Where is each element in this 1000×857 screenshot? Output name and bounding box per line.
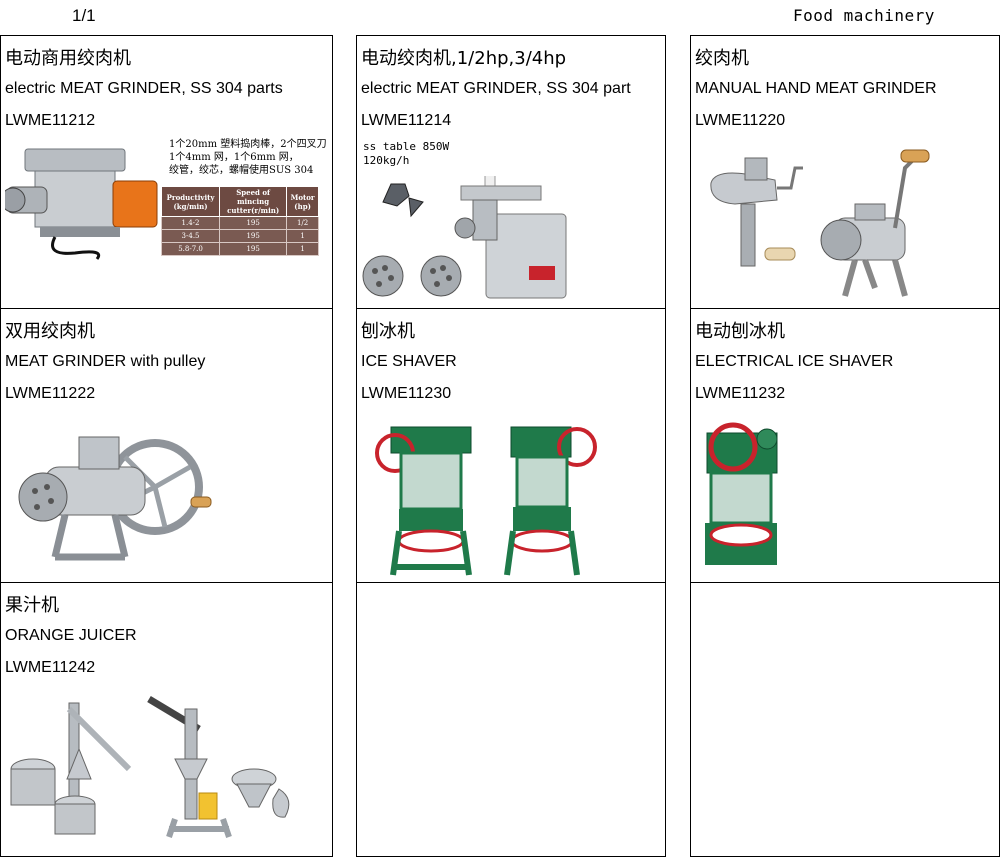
- spec-cell: 1: [286, 229, 319, 243]
- product-code: LWME11230: [361, 385, 452, 402]
- electrical-ice-shaver-image: [705, 422, 778, 565]
- product-name-cn: 双用绞肉机: [5, 321, 95, 342]
- product-name-en: MEAT GRINDER with pulley: [5, 353, 206, 370]
- page-number: 1/1: [72, 6, 96, 25]
- spec-cell: 1: [286, 242, 319, 256]
- product-name-cn: 刨冰机: [361, 321, 415, 342]
- meat-grinder-with-plates-image: [362, 176, 567, 299]
- empty-cell: [690, 582, 1000, 857]
- spec-header: Productivity (kg/min): [160, 186, 221, 217]
- spec-header: Speed of mincing cutter(r/min): [219, 186, 288, 217]
- product-name-cn: 果汁机: [5, 595, 59, 616]
- ice-shaver-image: [375, 426, 597, 576]
- product-code: LWME11220: [695, 112, 786, 129]
- product-cell: 电动商用绞肉机 electric MEAT GRINDER, SS 304 pa…: [0, 35, 333, 309]
- product-code: LWME11212: [5, 112, 96, 129]
- product-cell: 刨冰机 ICE SHAVER LWME11230: [356, 308, 666, 583]
- product-name-en: ICE SHAVER: [361, 353, 457, 370]
- product-name-en: electric MEAT GRINDER, SS 304 part: [361, 80, 631, 97]
- spec-cell: 195: [219, 242, 288, 256]
- product-name-cn: 绞肉机: [695, 48, 749, 69]
- product-name-en: ORANGE JUICER: [5, 627, 137, 644]
- product-cell: 电动绞肉机,1/2hp,3/4hp electric MEAT GRINDER,…: [356, 35, 666, 309]
- spec-header: Motor (hp): [286, 186, 319, 217]
- product-name-en: electric MEAT GRINDER, SS 304 parts: [5, 80, 283, 97]
- electric-meat-grinder-image: [5, 148, 158, 260]
- spec-cell: 1.4-2: [160, 216, 221, 230]
- spec-cell: 195: [219, 229, 288, 243]
- product-name-en: MANUAL HAND MEAT GRINDER: [695, 80, 937, 97]
- spec-cell: 5.8-7.0: [160, 242, 221, 256]
- product-name-cn: 电动绞肉机,1/2hp,3/4hp: [361, 48, 567, 69]
- product-name-cn: 电动刨冰机: [695, 321, 785, 342]
- product-code: LWME11242: [5, 659, 96, 676]
- accessories-note: 1个20mm 塑料捣肉棒，2个四叉刀 1个4mm 网，1个6mm 网， 绞管，绞…: [169, 139, 327, 176]
- product-cell: 双用绞肉机 MEAT GRINDER with pulley LWME11222: [0, 308, 333, 583]
- spec-cell: 195: [219, 216, 288, 230]
- product-code: LWME11232: [695, 385, 786, 402]
- spec-cell: 1/2: [286, 216, 319, 230]
- power-capacity-note: ss table 850W 120kg/h: [363, 140, 450, 167]
- product-cell: 绞肉机 MANUAL HAND MEAT GRINDER LWME11220: [690, 35, 1000, 309]
- spec-cell: 3-4.5: [160, 229, 221, 243]
- section-title: Food machinery: [793, 6, 935, 25]
- orange-juicer-image: [10, 695, 290, 838]
- product-cell: 电动刨冰机 ELECTRICAL ICE SHAVER LWME11232: [690, 308, 1000, 583]
- spec-table: Productivity (kg/min) Speed of mincing c…: [160, 186, 319, 256]
- product-cell: 果汁机 ORANGE JUICER LWME11242: [0, 582, 333, 857]
- empty-cell: [356, 582, 666, 857]
- product-name-en: ELECTRICAL ICE SHAVER: [695, 353, 894, 370]
- product-name-cn: 电动商用绞肉机: [5, 48, 131, 69]
- manual-meat-grinder-image: [710, 149, 930, 297]
- product-code: LWME11214: [361, 112, 452, 129]
- meat-grinder-pulley-image: [18, 436, 212, 561]
- product-code: LWME11222: [5, 385, 96, 402]
